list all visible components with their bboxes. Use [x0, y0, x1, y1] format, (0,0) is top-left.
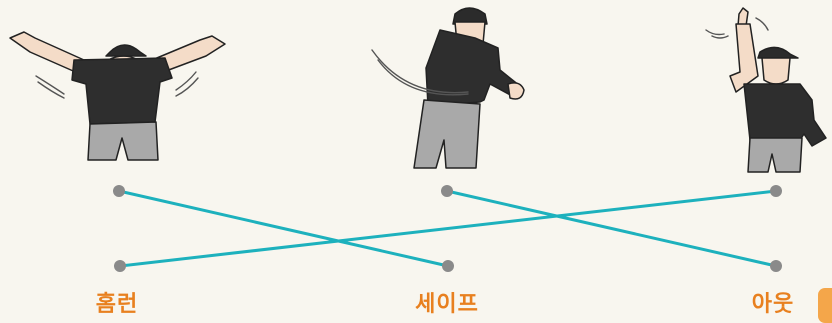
match-dot-top-center[interactable]	[441, 185, 453, 197]
match-dot-bottom-right[interactable]	[770, 260, 782, 272]
label-home-run: 홈런	[96, 286, 138, 318]
umpire-safe-signal-icon	[372, 8, 524, 168]
label-safe: 세이프	[415, 286, 479, 318]
label-out: 아웃	[752, 286, 794, 318]
match-dot-top-left[interactable]	[113, 185, 125, 197]
side-tab[interactable]	[818, 288, 832, 323]
match-dot-bottom-left[interactable]	[114, 260, 126, 272]
connection-line-bottom-left-to-top-right	[120, 191, 776, 266]
match-dot-top-right[interactable]	[770, 185, 782, 197]
umpire-home-run-signal-icon	[10, 32, 225, 160]
match-dot-bottom-center[interactable]	[442, 260, 454, 272]
connection-line-top-center-to-bottom-right	[447, 191, 776, 266]
match-lines	[119, 191, 776, 266]
connection-line-top-left-to-bottom-center	[119, 191, 448, 266]
umpire-out-signal-icon	[706, 8, 826, 172]
